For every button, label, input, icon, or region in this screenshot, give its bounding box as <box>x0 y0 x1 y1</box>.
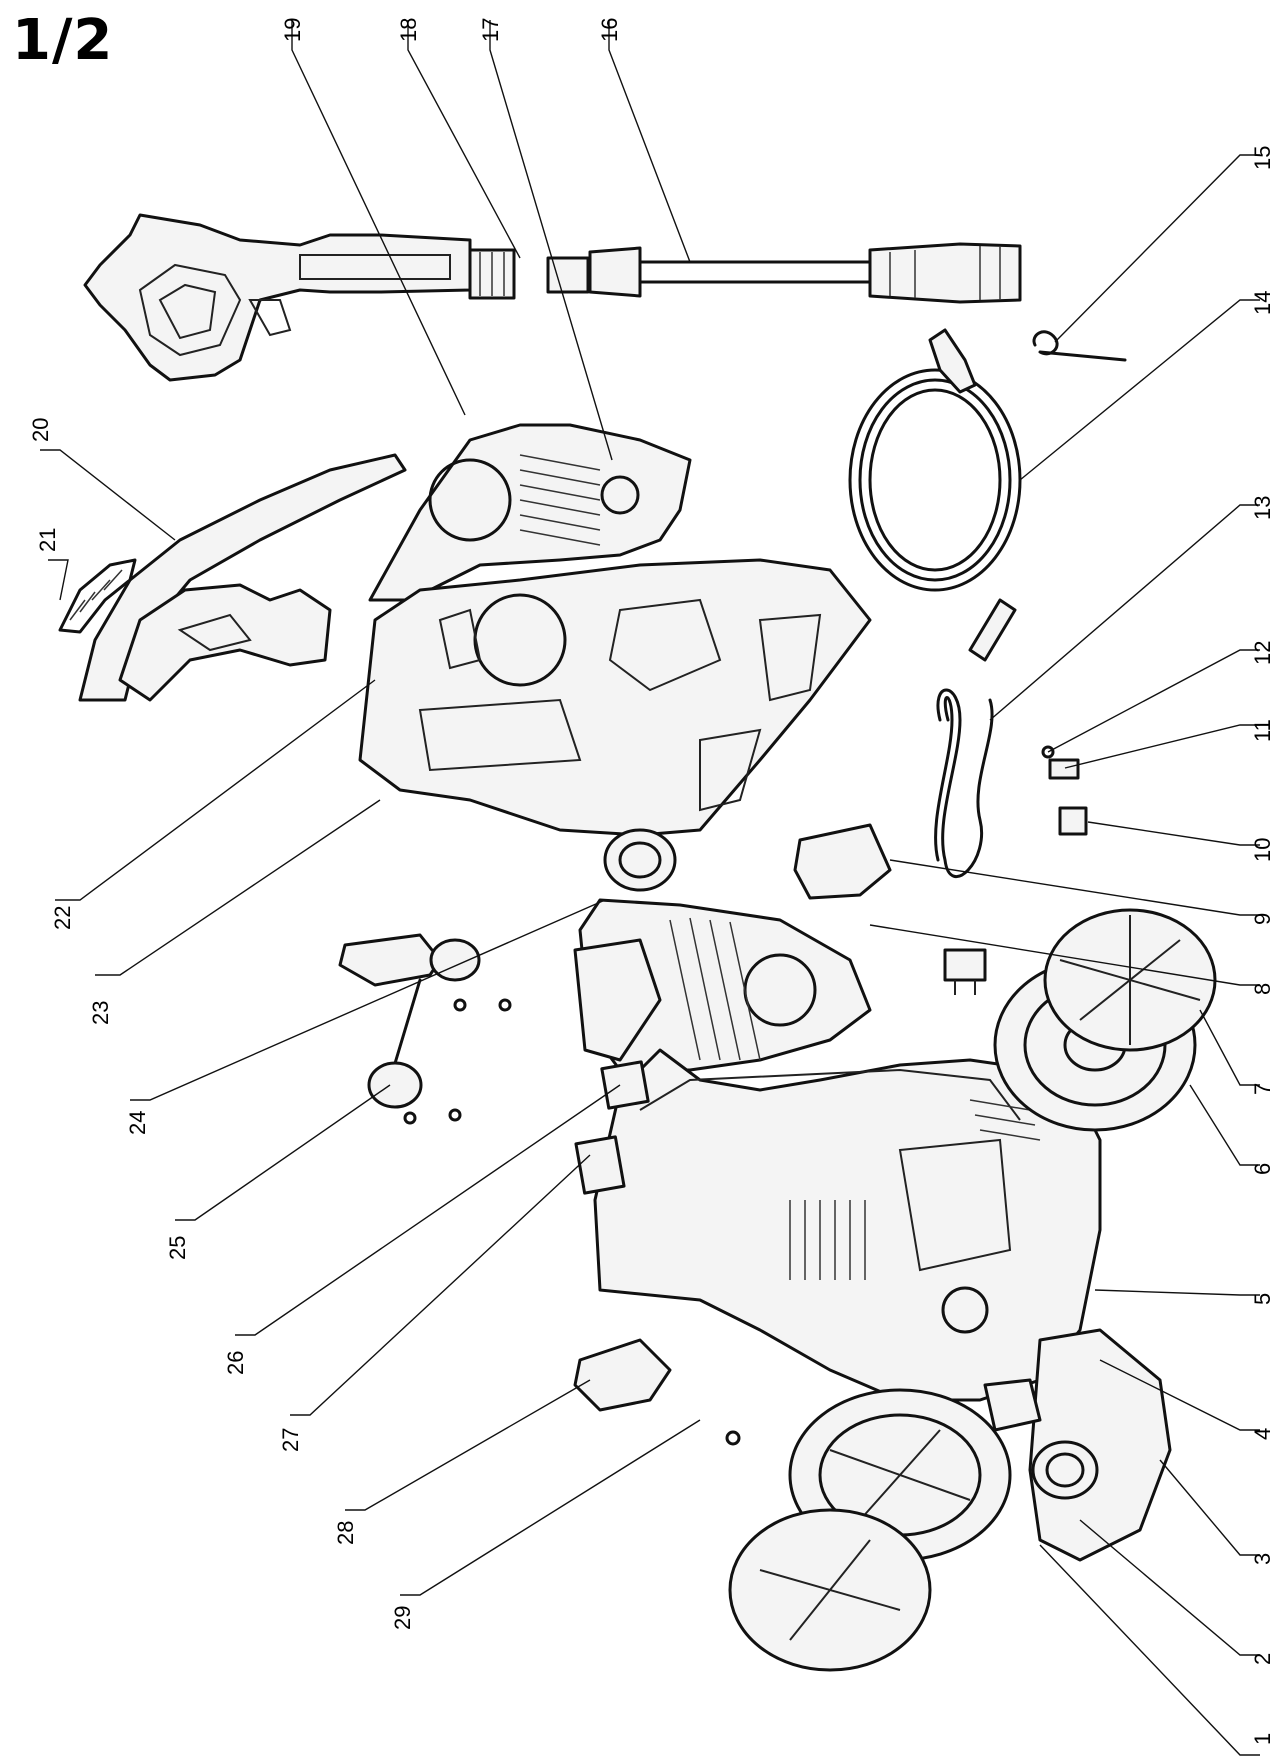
callout-18: 18 <box>396 18 421 42</box>
callout-3: 3 <box>1250 1553 1275 1565</box>
carry-handle <box>78 453 407 702</box>
motor-pump-unit <box>573 898 872 1072</box>
cable-clip <box>1058 806 1088 836</box>
high-pressure-hose <box>848 328 1022 662</box>
callout-25: 25 <box>165 1236 190 1260</box>
leader-lines <box>40 20 1260 1756</box>
callout-9: 9 <box>1250 913 1275 925</box>
callout-6: 6 <box>1250 1163 1275 1175</box>
top-cover <box>368 423 692 602</box>
spray-gun <box>83 213 516 382</box>
retainer-clip <box>1048 758 1080 780</box>
callout-1: 1 <box>1250 1733 1275 1745</box>
callout-28: 28 <box>333 1521 358 1545</box>
callout-8: 8 <box>1250 983 1275 995</box>
wheel-hub-cap <box>1043 908 1217 1052</box>
warning-label <box>574 1135 626 1195</box>
callout-7: 7 <box>1250 1083 1275 1095</box>
callout-14: 14 <box>1250 291 1275 315</box>
callout-19: 19 <box>280 18 305 42</box>
power-cord <box>934 688 994 995</box>
callout-29: 29 <box>390 1606 415 1630</box>
front-wheel-cap <box>728 1508 932 1672</box>
bracket-screw <box>725 1430 741 1446</box>
callout-21: 21 <box>35 528 60 552</box>
small-screw <box>1041 745 1055 759</box>
callout-12: 12 <box>1250 641 1275 665</box>
callout-17: 17 <box>478 18 503 42</box>
callout-16: 16 <box>597 18 622 42</box>
spray-lance <box>546 242 1022 304</box>
water-inlet-assembly <box>983 1328 1172 1562</box>
reel-bracket <box>338 933 512 1125</box>
label-plate <box>600 1060 650 1110</box>
hose-clip <box>58 558 137 634</box>
callout-24: 24 <box>125 1111 150 1135</box>
callout-20: 20 <box>28 418 53 442</box>
callout-numbers: 19 18 17 16 15 14 13 12 11 10 9 8 7 6 5 … <box>28 18 1275 1745</box>
callout-26: 26 <box>223 1351 248 1375</box>
foot-bracket <box>573 1338 672 1412</box>
page-number-label: 1/2 <box>12 8 114 73</box>
callout-27: 27 <box>278 1428 303 1452</box>
switch-housing <box>793 823 892 900</box>
callout-23: 23 <box>88 1001 113 1025</box>
callout-10: 10 <box>1250 838 1275 862</box>
front-housing <box>358 558 872 837</box>
callout-15: 15 <box>1250 146 1275 170</box>
callout-22: 22 <box>50 906 75 930</box>
callout-2: 2 <box>1250 1653 1275 1665</box>
callout-11: 11 <box>1250 719 1275 742</box>
callout-13: 13 <box>1250 496 1275 520</box>
small-wheel-cap <box>603 828 677 892</box>
callout-4: 4 <box>1250 1428 1275 1440</box>
hose-hook <box>1032 330 1127 362</box>
callout-5: 5 <box>1250 1293 1275 1305</box>
